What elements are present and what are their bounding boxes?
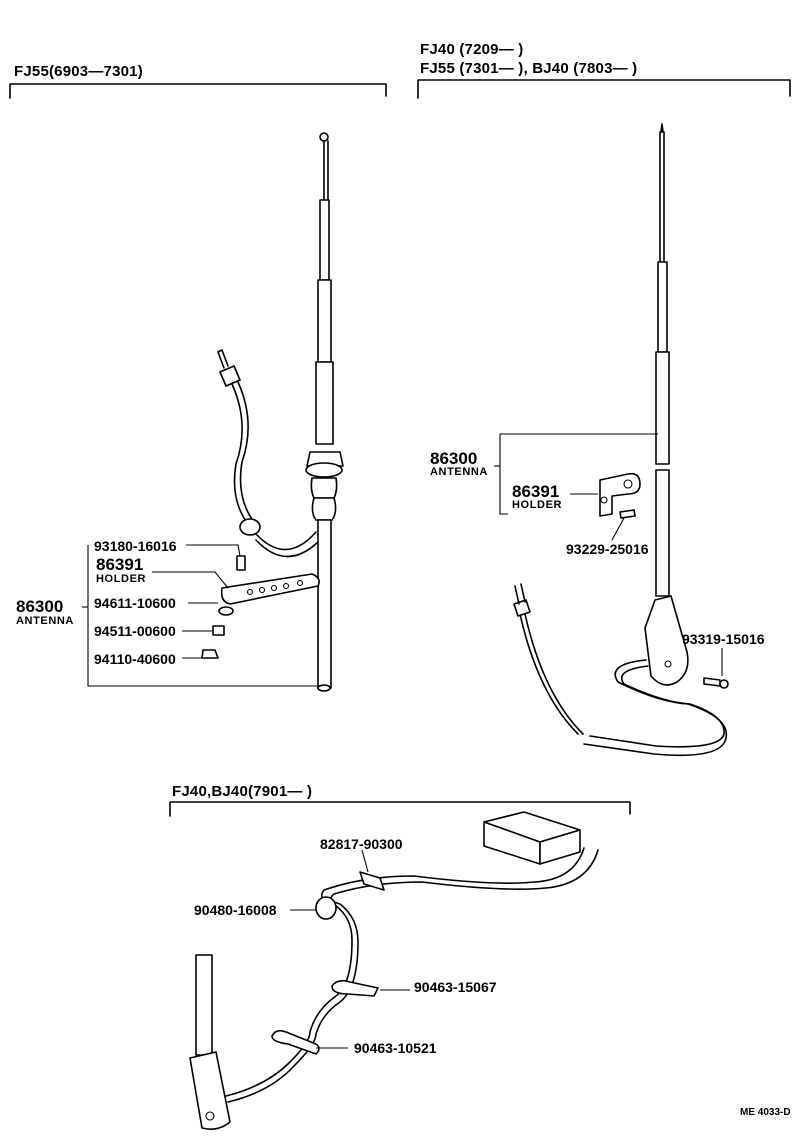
section-bracket-right <box>417 79 791 99</box>
part-number-holder-right: 86391 <box>512 482 560 501</box>
part-number-screw-a: 93229-25016 <box>566 541 649 557</box>
diagram-code: ME 4033-D <box>740 1107 791 1118</box>
bottom-leaders <box>290 849 410 1049</box>
section-header-fj55-early: FJ55(6903—7301) <box>14 63 143 80</box>
right-leaders <box>494 433 723 676</box>
right-fasteners <box>619 509 729 689</box>
section-header-right-line2: FJ55 (7301— ), BJ40 (7803— ) <box>420 60 638 77</box>
part-name-holder-right: HOLDER <box>512 499 563 511</box>
part-number-screw-b: 93319-15016 <box>682 631 765 647</box>
bottom-amp-box <box>483 811 581 865</box>
left-holder <box>220 573 320 605</box>
part-number-washer: 94611-10600 <box>94 595 176 611</box>
part-number-clamp-b: 90463-10521 <box>354 1040 437 1056</box>
part-number-cap-nut: 94110-40600 <box>94 651 176 667</box>
section-bracket-bottom <box>169 801 631 817</box>
part-number-antenna-left: 86300 <box>16 597 64 616</box>
section-header-bottom: FJ40,BJ40(7901— ) <box>172 783 313 800</box>
section-bracket-left <box>9 83 387 99</box>
section-header-right-line1: FJ40 (7209— ) <box>420 41 524 58</box>
part-name-holder-left: HOLDER <box>96 573 147 585</box>
left-fasteners <box>201 555 246 659</box>
left-antenna <box>217 132 344 692</box>
part-number-bolt: 93180-16016 <box>94 538 177 554</box>
part-number-antenna-right: 86300 <box>430 449 478 468</box>
part-number-box: 82817-90300 <box>320 836 403 852</box>
part-name-antenna-right: ANTENNA <box>430 466 488 478</box>
bottom-antenna <box>189 847 599 1130</box>
part-number-nut: 94511-00600 <box>94 623 176 639</box>
part-number-grommet: 90480-16008 <box>194 902 277 918</box>
part-number-holder-left: 86391 <box>96 555 144 574</box>
part-number-clamp-a: 90463-15067 <box>414 979 497 995</box>
part-name-antenna-left: ANTENNA <box>16 615 74 627</box>
right-holder <box>599 472 641 517</box>
right-antenna <box>513 123 728 757</box>
left-leaders <box>82 544 322 687</box>
